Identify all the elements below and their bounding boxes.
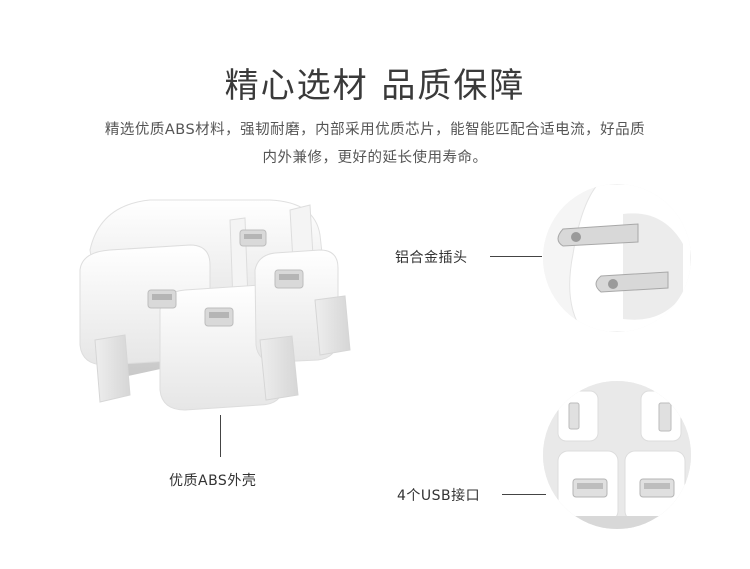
usb-detail-circle xyxy=(543,381,691,529)
plug-callout-line xyxy=(490,256,542,257)
plug-detail-circle xyxy=(543,184,691,332)
shell-callout-line xyxy=(220,415,221,457)
usb-label: 4个USB接口 xyxy=(397,488,481,504)
plug-label: 铝合金插头 xyxy=(395,250,468,266)
description-line-1: 精选优质ABS材料，强韧耐磨，内部采用优质芯片，能智能匹配合适电流，好品质 xyxy=(104,122,646,138)
shell-label: 优质ABS外壳 xyxy=(169,473,257,489)
description-line-2: 内外兼修，更好的延长使用寿命。 xyxy=(262,150,488,166)
charger-image xyxy=(70,190,360,420)
usb-callout-line xyxy=(502,494,546,495)
page-title: 精心选材 品质保障 xyxy=(224,66,526,106)
